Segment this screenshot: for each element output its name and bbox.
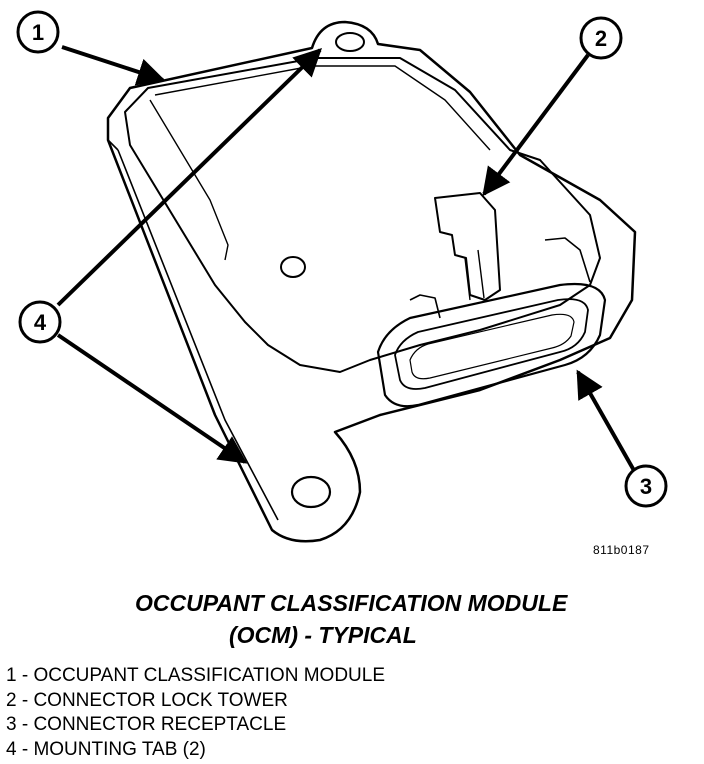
caption-title-line1: OCCUPANT CLASSIFICATION MODULE — [135, 590, 568, 616]
callout-4-label: 4 — [34, 310, 47, 335]
legend-item: 2 - CONNECTOR LOCK TOWER — [6, 689, 288, 711]
callout-3: 3 — [624, 464, 668, 508]
legend-item: 1 - OCCUPANT CLASSIFICATION MODULE — [6, 665, 385, 686]
caption-title-line2: (OCM) - TYPICAL — [229, 622, 417, 648]
legend-item: 4 - MOUNTING TAB (2) — [6, 738, 206, 760]
callout-2-label: 2 — [595, 26, 607, 51]
figure-id: 811b0187 — [593, 543, 650, 557]
callout-2: 2 — [579, 16, 623, 60]
legend: 1 - OCCUPANT CLASSIFICATION MODULE 2 - C… — [6, 664, 385, 762]
callout-1: 1 — [16, 10, 60, 54]
callout-1-label: 1 — [32, 20, 44, 45]
legend-item: 3 - CONNECTOR RECEPTACLE — [6, 714, 287, 735]
leader-lines — [56, 45, 638, 475]
callout-4: 4 — [18, 300, 62, 344]
callout-3-label: 3 — [640, 474, 652, 499]
ocm-diagram: 1 2 3 4 — [16, 10, 668, 543]
module-body — [106, 20, 637, 543]
